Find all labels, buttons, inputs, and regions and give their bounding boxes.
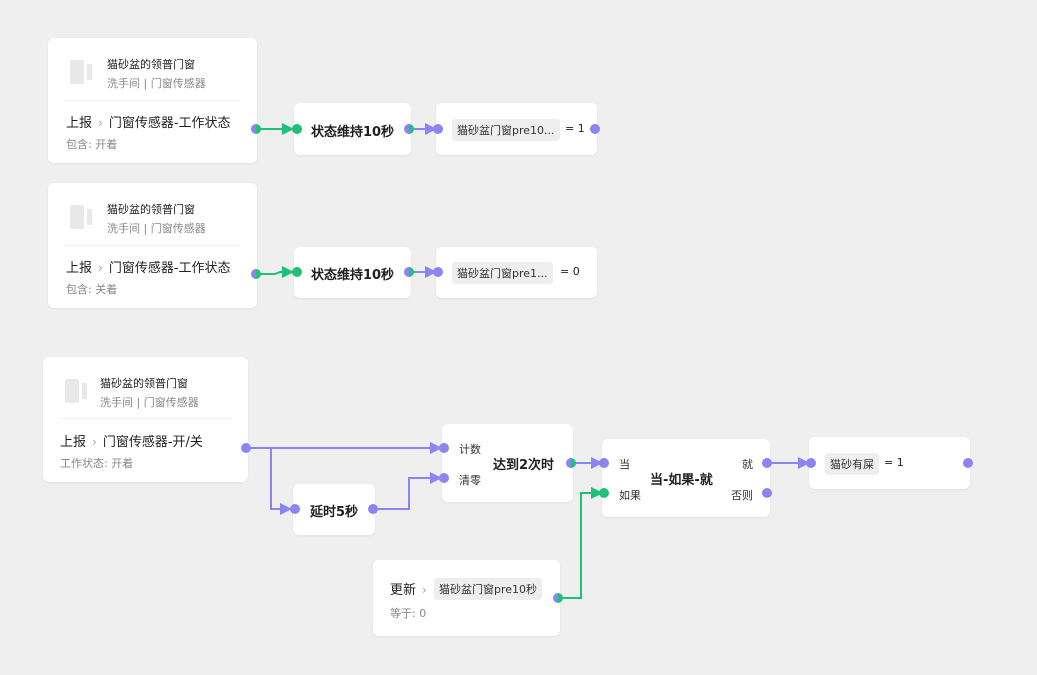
variable-chip: 猫砂盆门窗pre10... xyxy=(452,119,560,141)
counter-reset-label: 清零 xyxy=(459,474,481,487)
node-label: 当-如果-就 xyxy=(650,473,713,488)
wire-trigger3-delay xyxy=(270,448,292,515)
device-trigger-card-1[interactable]: 猫砂盆的领普门窗 洗手间 | 门窗传感器 上报›门窗传感器-工作状态 包含: 开… xyxy=(48,38,257,163)
hold-state-node-1[interactable]: 状态维持10秒 xyxy=(294,103,411,155)
hold-state-node-2[interactable]: 状态维持10秒 xyxy=(294,247,411,298)
trigger2-output-port[interactable] xyxy=(251,269,261,279)
hold2-input-port[interactable] xyxy=(292,267,302,277)
event-line: 上报›门窗传感器-开/关 xyxy=(60,435,203,450)
trigger1-output-port[interactable] xyxy=(251,124,261,134)
counter-count-label: 计数 xyxy=(459,443,481,456)
counter-output-port[interactable] xyxy=(566,458,576,468)
counter-node[interactable]: 计数 清零 达到2次时 xyxy=(442,424,573,502)
device-trigger-card-2[interactable]: 猫砂盆的领普门窗 洗手间 | 门窗传感器 上报›门窗传感器-工作状态 包含: 关… xyxy=(48,183,257,308)
hold2-output-port[interactable] xyxy=(404,267,414,277)
counter-count-port[interactable] xyxy=(439,443,449,453)
chevron-right-icon: › xyxy=(98,261,103,275)
door-sensor-icon xyxy=(65,379,91,403)
chevron-right-icon: › xyxy=(92,435,97,449)
else-output-port[interactable] xyxy=(762,488,772,498)
set2-input-port[interactable] xyxy=(433,267,443,277)
counter-reset-port[interactable] xyxy=(439,473,449,483)
set3-output-port[interactable] xyxy=(963,458,973,468)
node-label: 达到2次时 xyxy=(493,458,555,473)
variable-value: = 1 xyxy=(884,456,904,469)
device-room: 洗手间 | 门窗传感器 xyxy=(107,77,206,90)
var-update-output-port[interactable] xyxy=(553,593,563,603)
event-condition: 包含: 开着 xyxy=(66,138,118,151)
set-variable-node-2[interactable]: 猫砂盆门窗pre1... = 0 xyxy=(436,247,597,298)
node-label: 延时5秒 xyxy=(309,505,359,520)
wire-delay-counter-reset xyxy=(374,472,442,510)
then-output-port[interactable] xyxy=(762,458,772,468)
if-input-port[interactable] xyxy=(599,488,609,498)
node-label: 状态维持10秒 xyxy=(310,268,395,283)
event-line: 更新› xyxy=(390,583,427,598)
device-trigger-card-3[interactable]: 猫砂盆的领普门窗 洗手间 | 门窗传感器 上报›门窗传感器-开/关 工作状态: … xyxy=(43,357,248,482)
node-label: 状态维持10秒 xyxy=(310,125,395,140)
if-label: 如果 xyxy=(619,489,641,502)
then-label: 就 xyxy=(742,458,753,471)
when-if-then-node[interactable]: 当 如果 当-如果-就 就 否则 xyxy=(602,439,770,517)
event-line: 上报›门窗传感器-工作状态 xyxy=(66,116,231,131)
variable-chip: 猫砂盆门窗pre10秒 xyxy=(434,578,543,600)
set1-input-port[interactable] xyxy=(433,124,443,134)
set3-input-port[interactable] xyxy=(806,458,816,468)
trigger3-output-port[interactable] xyxy=(241,443,251,453)
device-name: 猫砂盆的领普门窗 xyxy=(107,58,195,71)
set1-output-port[interactable] xyxy=(590,124,600,134)
device-room: 洗手间 | 门窗传感器 xyxy=(100,396,199,409)
hold1-input-port[interactable] xyxy=(292,124,302,134)
event-line: 上报›门窗传感器-工作状态 xyxy=(66,261,231,276)
when-label: 当 xyxy=(619,458,630,471)
door-sensor-icon xyxy=(70,60,96,84)
device-room: 洗手间 | 门窗传感器 xyxy=(107,222,206,235)
door-sensor-icon xyxy=(70,205,96,229)
event-condition: 等于: 0 xyxy=(390,607,427,620)
set-variable-node-3[interactable]: 猫砂有屎 = 1 xyxy=(809,437,970,489)
chevron-right-icon: › xyxy=(98,116,103,130)
variable-chip: 猫砂盆门窗pre1... xyxy=(452,262,553,284)
event-condition: 工作状态: 开着 xyxy=(60,457,134,470)
device-name: 猫砂盆的领普门窗 xyxy=(107,203,195,216)
device-name: 猫砂盆的领普门窗 xyxy=(100,377,188,390)
delay-node[interactable]: 延时5秒 xyxy=(293,484,375,535)
chevron-right-icon: › xyxy=(422,583,427,597)
delay-input-port[interactable] xyxy=(290,504,300,514)
wire-varupdate-whenif xyxy=(559,487,603,599)
variable-value: = 1 xyxy=(565,122,585,135)
variable-chip: 猫砂有屎 xyxy=(825,453,879,475)
wire-trigger2-hold2 xyxy=(257,266,294,278)
else-label: 否则 xyxy=(731,489,753,502)
variable-update-trigger[interactable]: 更新› 猫砂盆门窗pre10秒 等于: 0 xyxy=(373,560,560,636)
hold1-output-port[interactable] xyxy=(404,124,414,134)
event-condition: 包含: 关着 xyxy=(66,283,118,296)
set-variable-node-1[interactable]: 猫砂盆门窗pre10... = 1 xyxy=(436,103,597,155)
variable-value: = 0 xyxy=(560,265,580,278)
delay-output-port[interactable] xyxy=(368,504,378,514)
when-input-port[interactable] xyxy=(599,458,609,468)
